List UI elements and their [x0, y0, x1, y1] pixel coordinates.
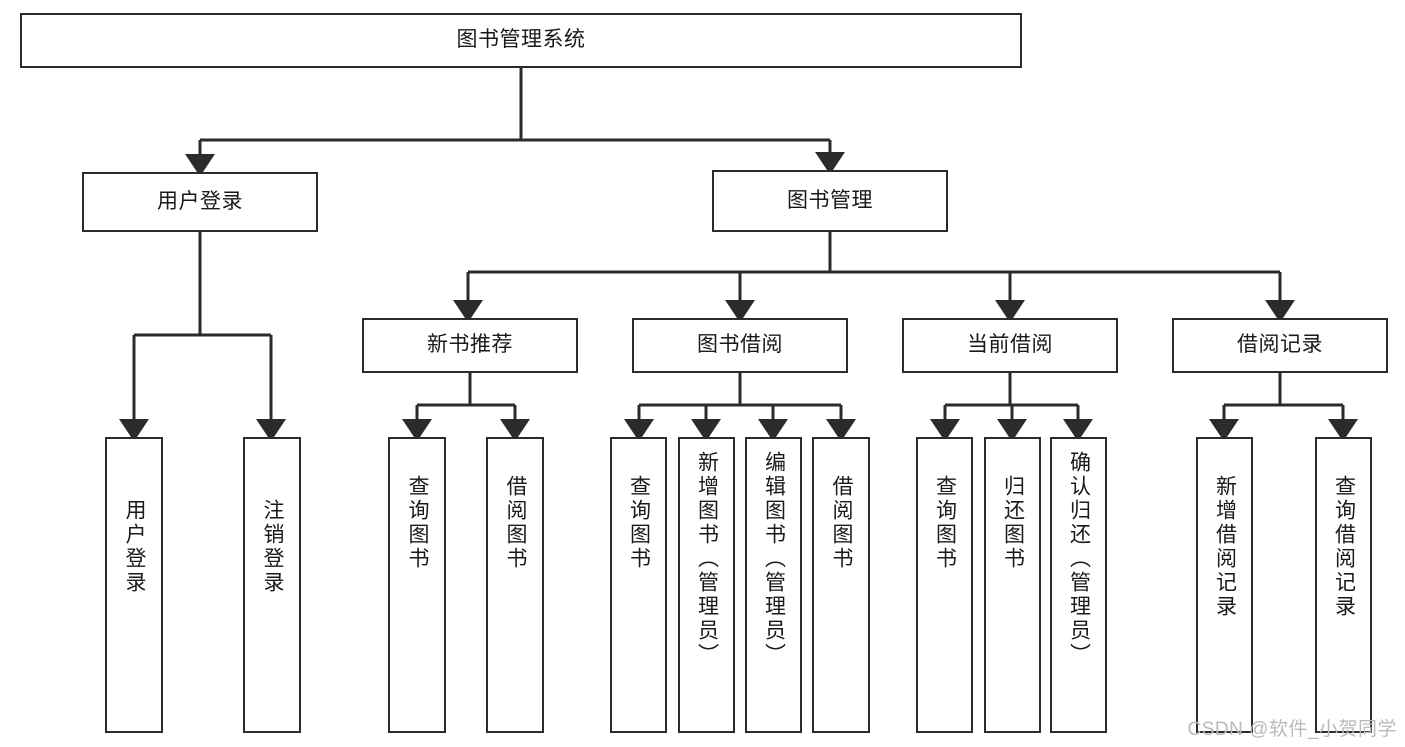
- node-leaf-query-book-1-label: 查询图书: [406, 475, 430, 571]
- node-leaf-query-book-3[interactable]: 查询图书: [916, 437, 973, 733]
- node-leaf-add-book-label: 新增图书（管理员）: [695, 451, 719, 667]
- node-borrow-record-label: 借阅记录: [1237, 333, 1323, 357]
- node-user-login-label: 用户登录: [157, 189, 243, 213]
- node-leaf-query-record[interactable]: 查询借阅记录: [1315, 437, 1372, 733]
- node-book-borrow[interactable]: 图书借阅: [632, 318, 848, 373]
- watermark-text: CSDN @软件_小贺同学: [1187, 719, 1397, 740]
- node-leaf-confirm-return-label: 确认归还（管理员）: [1067, 451, 1091, 667]
- node-root[interactable]: 图书管理系统: [20, 13, 1022, 68]
- node-user-login[interactable]: 用户登录: [82, 172, 318, 232]
- node-new-book-recommend[interactable]: 新书推荐: [362, 318, 578, 373]
- node-book-borrow-label: 图书借阅: [697, 333, 783, 357]
- node-leaf-logout-login[interactable]: 注销登录: [243, 437, 301, 733]
- node-leaf-return-book[interactable]: 归还图书: [984, 437, 1041, 733]
- node-current-borrow[interactable]: 当前借阅: [902, 318, 1118, 373]
- node-leaf-borrow-book-1-label: 借阅图书: [504, 475, 528, 571]
- node-leaf-query-record-label: 查询借阅记录: [1332, 475, 1356, 619]
- node-book-manage[interactable]: 图书管理: [712, 170, 948, 232]
- node-leaf-query-book-1[interactable]: 查询图书: [388, 437, 446, 733]
- node-leaf-add-record[interactable]: 新增借阅记录: [1196, 437, 1253, 733]
- node-leaf-query-book-3-label: 查询图书: [933, 475, 957, 571]
- node-leaf-borrow-book-2[interactable]: 借阅图书: [812, 437, 870, 733]
- node-leaf-add-record-label: 新增借阅记录: [1213, 475, 1237, 619]
- node-leaf-confirm-return[interactable]: 确认归还（管理员）: [1050, 437, 1107, 733]
- node-leaf-user-login-label: 用户登录: [123, 499, 147, 595]
- node-leaf-query-book-2-label: 查询图书: [627, 475, 651, 571]
- node-leaf-user-login[interactable]: 用户登录: [105, 437, 163, 733]
- node-book-manage-label: 图书管理: [787, 188, 873, 212]
- node-leaf-edit-book[interactable]: 编辑图书（管理员）: [745, 437, 802, 733]
- node-leaf-borrow-book-1[interactable]: 借阅图书: [486, 437, 544, 733]
- node-leaf-borrow-book-2-label: 借阅图书: [830, 475, 854, 571]
- node-current-borrow-label: 当前借阅: [967, 333, 1053, 357]
- node-leaf-edit-book-label: 编辑图书（管理员）: [762, 451, 786, 667]
- node-leaf-return-book-label: 归还图书: [1001, 475, 1025, 571]
- node-leaf-logout-login-label: 注销登录: [261, 499, 285, 595]
- node-root-label: 图书管理系统: [456, 28, 586, 52]
- node-new-book-recommend-label: 新书推荐: [427, 333, 513, 357]
- node-borrow-record[interactable]: 借阅记录: [1172, 318, 1388, 373]
- node-leaf-add-book[interactable]: 新增图书（管理员）: [678, 437, 735, 733]
- node-leaf-query-book-2[interactable]: 查询图书: [610, 437, 667, 733]
